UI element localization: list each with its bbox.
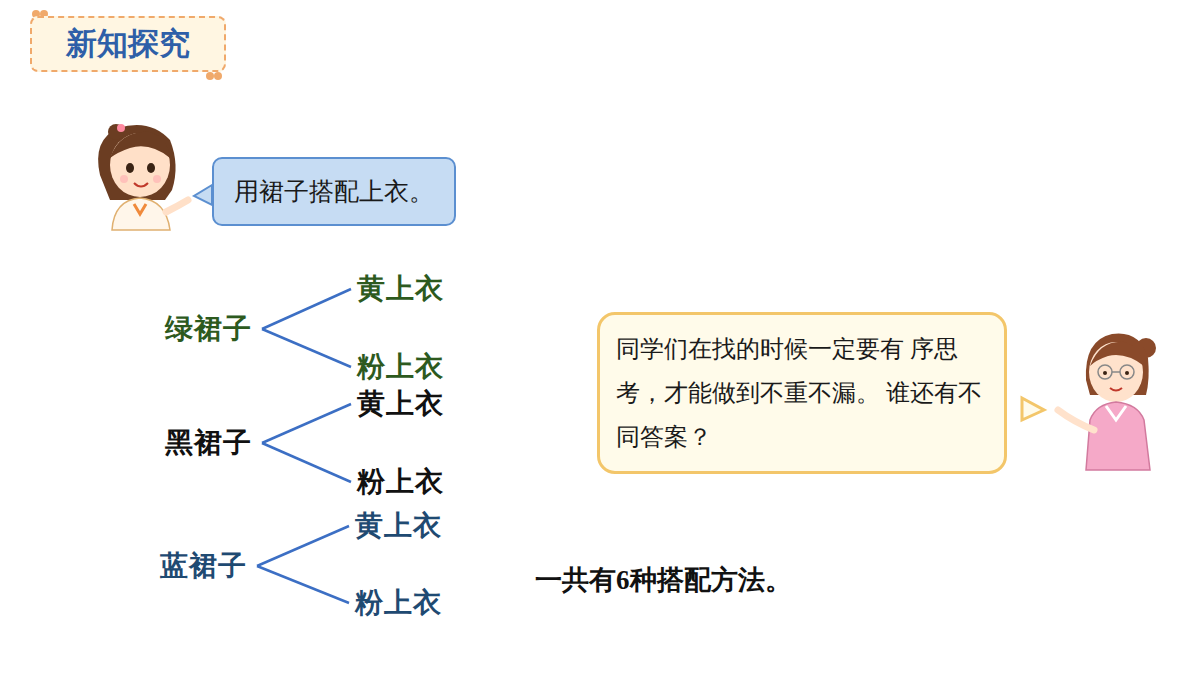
title-badge: 新知探究 bbox=[30, 16, 226, 72]
title-text: 新知探究 bbox=[66, 23, 190, 65]
top-label: 黄上衣 bbox=[355, 507, 442, 545]
summary-text: 一共有6种搭配方法。 bbox=[535, 562, 792, 598]
branch-line bbox=[257, 566, 349, 603]
top-label: 粉上衣 bbox=[355, 584, 442, 622]
skirt-label: 蓝裙子 bbox=[160, 547, 247, 585]
branch-line-stroke bbox=[262, 289, 351, 329]
node-text: 蓝裙子 bbox=[160, 547, 247, 585]
branch-line-stroke bbox=[262, 404, 351, 443]
top-label: 黄上衣 bbox=[357, 385, 444, 423]
top-label: 黄上衣 bbox=[357, 270, 444, 308]
node-text: 粉上衣 bbox=[355, 584, 442, 622]
bubble-tail bbox=[1022, 398, 1044, 420]
node-text: 用裙子搭配上衣。 bbox=[234, 175, 434, 208]
branch-line bbox=[262, 404, 351, 443]
branch-line bbox=[262, 329, 351, 367]
speech-bubble: 同学们在找的时候一定要有 序思考，才能做到不重不漏。 谁还有不同答案？ bbox=[597, 312, 1007, 474]
speech-bubble: 用裙子搭配上衣。 bbox=[212, 157, 456, 226]
bubble-tail bbox=[194, 185, 212, 205]
node-text: 黄上衣 bbox=[357, 385, 444, 423]
branch-line-stroke bbox=[262, 329, 351, 367]
skirt-label: 黑裙子 bbox=[165, 424, 252, 462]
branch-line bbox=[257, 526, 349, 566]
girl-figure bbox=[98, 124, 188, 230]
node-text: 黄上衣 bbox=[355, 507, 442, 545]
node-text: 粉上衣 bbox=[357, 348, 444, 386]
top-label: 粉上衣 bbox=[357, 463, 444, 501]
branch-line bbox=[262, 443, 351, 482]
top-label: 粉上衣 bbox=[357, 348, 444, 386]
teacher-figure bbox=[1058, 334, 1156, 471]
branch-line-stroke bbox=[262, 443, 351, 482]
skirt-label: 绿裙子 bbox=[165, 310, 252, 348]
branch-line-stroke bbox=[257, 566, 349, 603]
node-text: 同学们在找的时候一定要有 序思考，才能做到不重不漏。 谁还有不同答案？ bbox=[616, 327, 988, 459]
branch-line bbox=[262, 289, 351, 329]
node-text: 绿裙子 bbox=[165, 310, 252, 348]
node-text: 黑裙子 bbox=[165, 424, 252, 462]
node-text: 粉上衣 bbox=[357, 463, 444, 501]
node-text: 黄上衣 bbox=[357, 270, 444, 308]
branch-line-stroke bbox=[257, 526, 349, 566]
